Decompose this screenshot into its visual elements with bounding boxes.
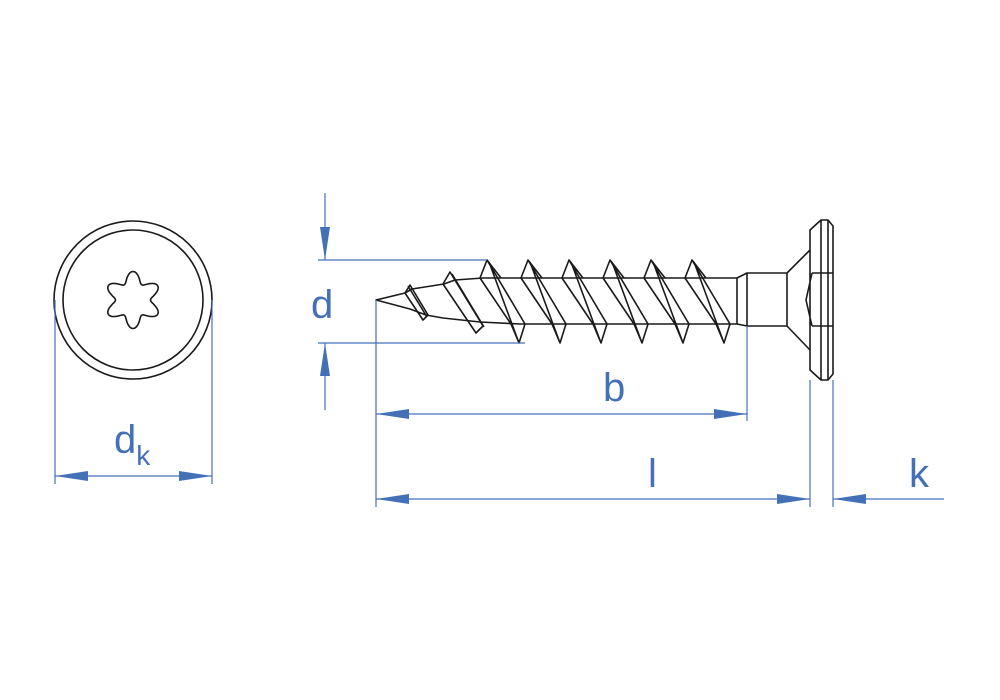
k-arrow: [833, 494, 866, 504]
thread-3: [561, 259, 608, 344]
threads: [479, 259, 731, 344]
d-arrow-bottom: [320, 343, 330, 376]
thread-6: [684, 259, 731, 344]
head-outer-circle: [53, 220, 213, 380]
thread-1: [479, 259, 526, 344]
thread-4: [602, 259, 649, 344]
label-dk-main: d: [114, 418, 137, 462]
b-arrow-right: [714, 409, 747, 419]
label-l: l: [648, 452, 657, 496]
screw-outline: [375, 219, 834, 381]
label-b: b: [603, 366, 626, 410]
dk-arrow-left: [55, 471, 88, 481]
head-inner-circle: [62, 229, 204, 371]
label-dk: dk: [114, 418, 150, 470]
l-arrow-left: [376, 494, 409, 504]
l-arrow-right: [777, 494, 810, 504]
thread-5: [643, 259, 690, 344]
label-k: k: [909, 452, 929, 496]
label-dk-sub: k: [136, 440, 151, 471]
lead-thread-1: [404, 284, 429, 321]
dimension-lines: [54, 193, 944, 507]
head-top-view: [53, 220, 213, 380]
d-arrow-top: [320, 227, 330, 260]
lead-thread-2: [442, 271, 485, 334]
thread-2: [520, 259, 567, 344]
label-d: d: [311, 283, 334, 327]
torx-drive-icon: [107, 270, 159, 330]
dk-arrow-right: [179, 471, 212, 481]
screw-side-view: [375, 219, 834, 381]
head-detail-lines: [736, 220, 833, 380]
b-arrow-left: [376, 409, 409, 419]
